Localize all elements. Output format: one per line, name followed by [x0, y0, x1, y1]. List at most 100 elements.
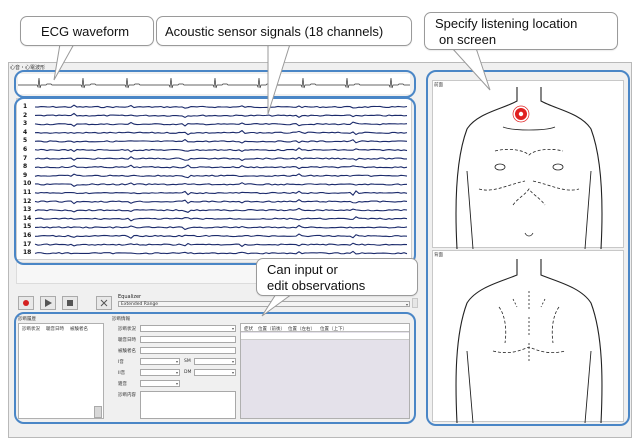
back-body-diagram — [455, 259, 603, 423]
channel-label: 16 — [23, 232, 32, 239]
signal-traces — [34, 104, 408, 255]
record-button[interactable] — [18, 296, 34, 310]
signal-trace — [34, 207, 408, 213]
chevron-down-icon: ▾ — [231, 359, 234, 364]
equalizer-select[interactable]: Extended Range ▾ — [118, 301, 410, 307]
play-button[interactable] — [40, 296, 56, 310]
result-col-left-right: 位置（左右） — [288, 327, 315, 332]
stop-icon — [67, 300, 73, 306]
history-col-status: 診断状況 — [22, 327, 40, 332]
channel-label: 13 — [23, 206, 32, 214]
signal-trace — [34, 216, 408, 222]
signal-trace — [34, 129, 408, 136]
callout-acoustic-text: Acoustic sensor signals (18 channels) — [165, 24, 384, 39]
signal-trace — [34, 242, 408, 248]
callout-listening-text-2: on screen — [439, 32, 497, 47]
signal-trace — [34, 198, 408, 205]
channel-label: 12 — [23, 197, 32, 205]
s2-select[interactable]: ▾ — [140, 369, 180, 376]
signal-trace — [34, 138, 408, 144]
label-murmur: 雑音 — [118, 382, 127, 387]
equalizer-label: Equalizer — [118, 294, 142, 300]
chevron-down-icon: ▾ — [175, 381, 178, 386]
result-table-row[interactable] — [241, 333, 409, 340]
channel-label: 2 — [23, 111, 28, 119]
ecg-highlight — [14, 70, 416, 98]
listening-highlight — [426, 70, 630, 426]
chevron-down-icon: ▾ — [231, 326, 234, 331]
chevron-down-icon: ▾ — [175, 370, 178, 375]
callout-acoustic: Acoustic sensor signals (18 channels) — [156, 16, 412, 46]
back-panel-label: 背面 — [434, 253, 443, 258]
label-datetime: 聴音日時 — [118, 338, 136, 343]
label-dm: DM — [184, 370, 192, 375]
signal-trace — [34, 190, 408, 196]
sm-select[interactable]: ▾ — [194, 358, 236, 365]
signal-trace — [34, 164, 408, 170]
channel-label: 3 — [23, 120, 28, 128]
window-title: 心音・心電波形 — [10, 65, 46, 71]
result-table-header — [241, 324, 409, 332]
callout-ecg: ECG waveform — [20, 16, 154, 46]
front-body-diagram — [455, 87, 603, 249]
observations-highlight — [14, 312, 416, 424]
result-col-up-down: 位置（上下） — [320, 327, 347, 332]
result-col-symptom: 症状 — [244, 327, 253, 332]
channel-label: 17 — [23, 240, 32, 248]
chevron-down-icon: ▾ — [231, 370, 234, 375]
datetime-field[interactable] — [140, 336, 236, 343]
label-subject: 被験者名 — [118, 349, 136, 354]
channel-label: 4 — [23, 128, 28, 136]
play-icon — [45, 299, 52, 307]
ecg-trace — [18, 77, 410, 89]
front-panel-label: 前面 — [434, 83, 443, 88]
signal-trace — [34, 173, 408, 179]
chevron-down-icon: ▾ — [405, 302, 408, 307]
channel-label: 9 — [23, 171, 28, 179]
channel-label: 7 — [23, 154, 28, 162]
history-col-subject: 被験者名 — [70, 327, 88, 332]
label-sm: SM — [184, 359, 191, 364]
label-s2: II音 — [118, 371, 126, 376]
history-section-title: 診断履歴 — [18, 317, 36, 322]
subject-field[interactable] — [140, 347, 236, 354]
callout-observations-text-1: Can input or — [267, 262, 338, 277]
signals-highlight — [14, 97, 416, 265]
history-list[interactable] — [18, 323, 104, 419]
signal-trace — [34, 147, 408, 153]
channel-label: 6 — [23, 146, 28, 153]
label-status: 診断状況 — [118, 327, 136, 332]
label-content: 診断内容 — [118, 393, 136, 398]
channel-label: 5 — [23, 137, 28, 145]
history-scrollbar[interactable] — [94, 406, 102, 418]
channel-label: 14 — [23, 214, 32, 222]
chevron-down-icon: ▾ — [175, 359, 178, 364]
stop-button[interactable] — [62, 296, 78, 310]
dm-select[interactable]: ▾ — [194, 369, 236, 376]
signal-trace — [34, 233, 408, 239]
back-body-panel[interactable] — [432, 250, 624, 423]
signal-trace — [34, 104, 408, 109]
record-icon — [23, 300, 29, 306]
channel-label: 8 — [23, 163, 28, 171]
signal-trace — [34, 121, 408, 127]
front-body-panel[interactable] — [432, 80, 624, 249]
label-s1: I音 — [118, 360, 124, 365]
status-select[interactable]: ▾ — [140, 325, 236, 332]
callout-ecg-text: ECG waveform — [41, 24, 130, 39]
callout-listening: Specify listening location on screen — [424, 12, 618, 50]
s1-select[interactable]: ▾ — [140, 358, 180, 365]
equalizer-value: Extended Range — [121, 302, 159, 307]
channel-label: 15 — [23, 223, 32, 231]
murmur-select[interactable]: ▾ — [140, 380, 180, 387]
signal-trace — [34, 182, 408, 187]
signal-trace — [34, 250, 408, 255]
content-textarea[interactable] — [140, 391, 236, 419]
channel-label: 1 — [23, 103, 28, 110]
toolbar-right-area — [412, 298, 418, 308]
result-col-front-back: 位置（前後） — [258, 327, 285, 332]
clear-button[interactable] — [96, 296, 112, 310]
callout-observations: Can input or edit observations — [256, 258, 418, 296]
